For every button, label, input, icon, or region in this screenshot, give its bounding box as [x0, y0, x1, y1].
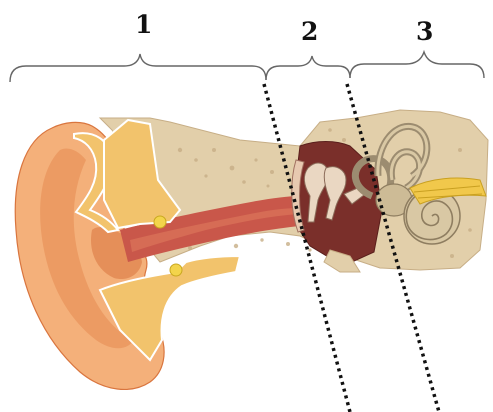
label-outer-ear-number: 1 [135, 10, 152, 39]
bracket-inner-ear [350, 52, 484, 78]
label-middle-ear-number: 2 [301, 17, 318, 46]
cerumen-gland-upper [154, 216, 166, 228]
bracket-outer-ear [10, 54, 266, 82]
cerumen-gland-lower [170, 264, 182, 276]
bracket-middle-ear [266, 56, 350, 80]
label-inner-ear-number: 3 [416, 17, 433, 46]
